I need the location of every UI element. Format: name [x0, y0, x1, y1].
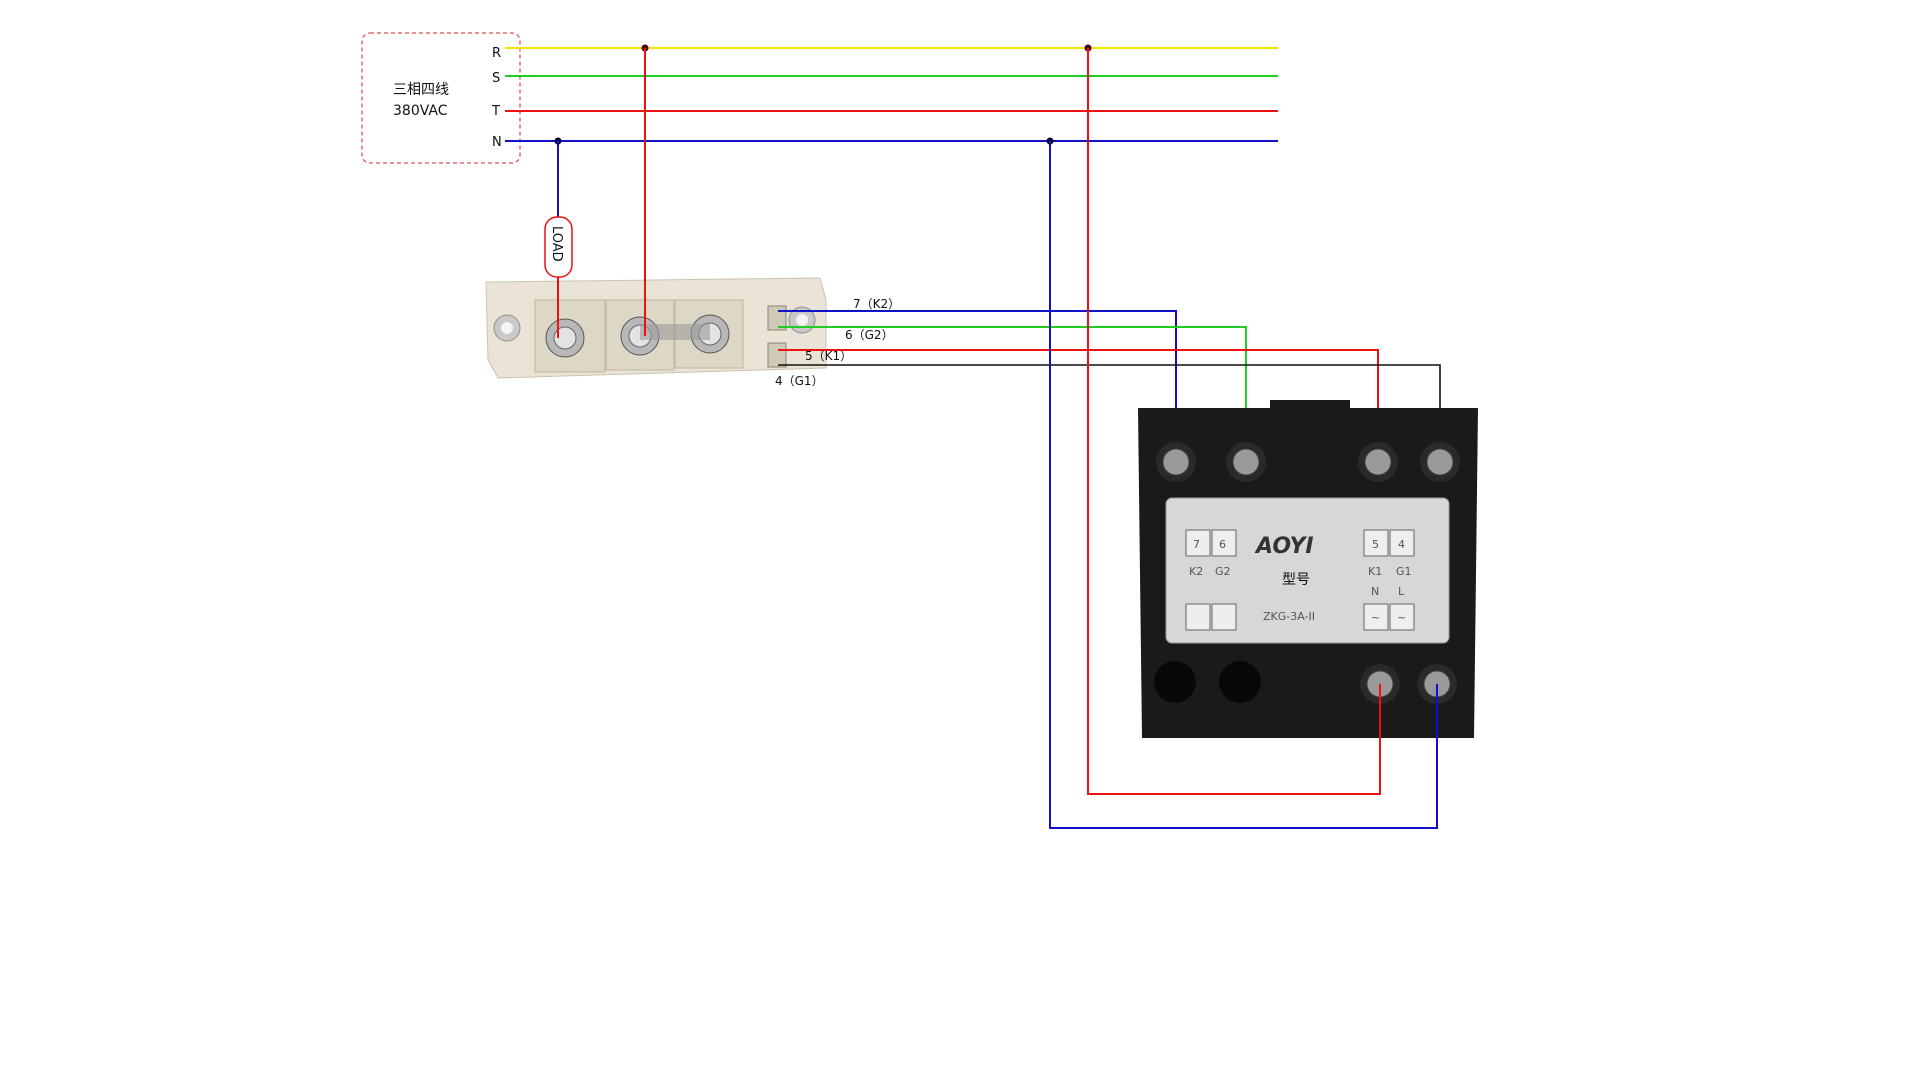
pin-label-5-k1: 5（K1） — [805, 349, 852, 363]
power-label-l: L — [1398, 585, 1405, 598]
term-label-g1: G1 — [1396, 565, 1412, 578]
pin-label-7-k2: 7（K2） — [853, 297, 900, 311]
model-code: ZKG-3A-II — [1263, 610, 1315, 623]
tilde-l: ~ — [1397, 611, 1406, 624]
phase-label-s: S — [492, 71, 500, 86]
term-label-k1: K1 — [1368, 565, 1382, 578]
wire-n-power — [1049, 141, 1438, 829]
phase-label-r: R — [492, 46, 501, 61]
supply-label-line1: 三相四线 — [393, 82, 449, 98]
supply-label-line2: 380VAC — [393, 103, 448, 119]
trigger-module — [1138, 400, 1478, 738]
term-num-6: 6 — [1219, 538, 1226, 551]
term-num-5: 5 — [1372, 538, 1379, 551]
phase-label-n: N — [492, 135, 502, 150]
load-label: LOAD — [549, 226, 564, 262]
term-label-g2: G2 — [1215, 565, 1231, 578]
power-label-n: N — [1371, 585, 1379, 598]
phase-label-t: T — [491, 104, 500, 119]
thyristor-module — [485, 277, 827, 379]
brand-logo: AOYI — [1254, 534, 1314, 559]
pin-label-6-g2: 6（G2） — [845, 328, 894, 342]
wire-l-power — [1087, 48, 1381, 795]
term-num-7: 7 — [1193, 538, 1200, 551]
supply-box — [361, 32, 521, 164]
term-label-k2: K2 — [1189, 565, 1203, 578]
term-num-4: 4 — [1398, 538, 1405, 551]
tilde-n: ~ — [1371, 611, 1380, 624]
wire-k2 — [778, 310, 1177, 462]
model-label: 型号 — [1282, 572, 1310, 588]
pin-label-4-g1: 4（G1） — [775, 374, 824, 388]
